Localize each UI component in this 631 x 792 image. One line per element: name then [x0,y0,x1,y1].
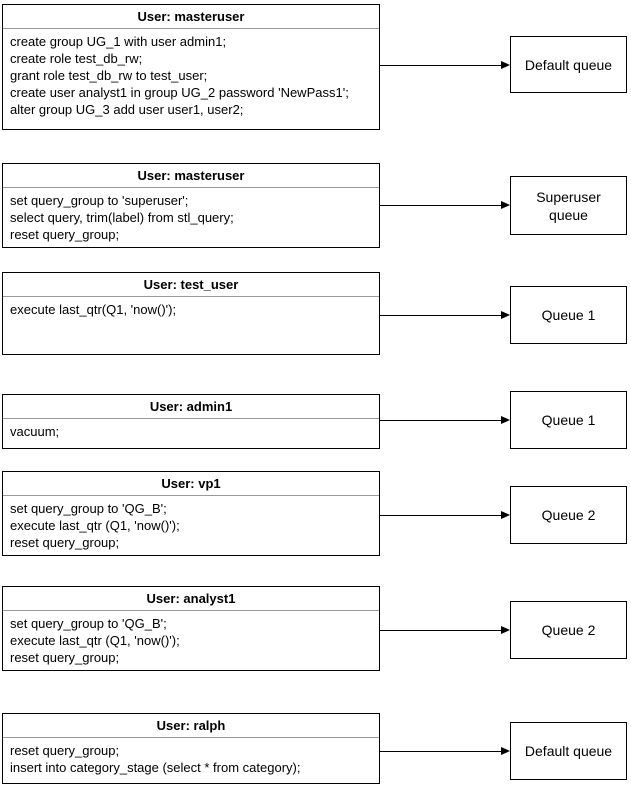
sql-statement: grant role test_db_rw to test_user; [10,68,208,83]
sql-statement: create role test_db_rw; [10,51,143,66]
user-box-title: User: masteruser [3,164,379,188]
sql-statement: reset query_group; [10,650,120,665]
arrow-line [380,751,502,752]
arrow-line [380,420,502,421]
sql-statement: insert into category_stage (select * fro… [10,760,301,775]
arrowhead-icon [501,416,510,424]
queue-box: Superuser queue [510,176,627,235]
queue-box: Queue 2 [510,601,627,659]
arrow-line [380,515,502,516]
user-box-title: User: ralph [3,714,379,738]
queue-box: Queue 1 [510,286,627,344]
arrowhead-icon [501,626,510,634]
sql-statements: set query_group to 'QG_B'; execute last_… [3,611,379,666]
arrow-line [380,65,502,66]
arrowhead-icon [501,311,510,319]
arrow-line [380,630,502,631]
arrow-line [380,205,502,206]
sql-statement: vacuum; [10,424,60,439]
user-box: User: vp1 set query_group to 'QG_B'; exe… [2,471,380,556]
user-box-title: User: analyst1 [3,587,379,611]
queue-box: Queue 2 [510,486,627,544]
sql-statement: reset query_group; [10,743,120,758]
arrowhead-icon [501,61,510,69]
sql-statement: create group UG_1 with user admin1; [10,34,227,49]
user-box: User: masteruser set query_group to 'sup… [2,163,380,248]
user-box: User: analyst1 set query_group to 'QG_B'… [2,586,380,671]
arrowhead-icon [501,201,510,209]
arrow-line [380,315,502,316]
user-box-title: User: test_user [3,273,379,297]
sql-statement: reset query_group; [10,227,120,242]
arrowhead-icon [501,511,510,519]
user-box-title: User: vp1 [3,472,379,496]
queue-box: Default queue [510,722,627,780]
user-box: User: ralph reset query_group; insert in… [2,713,380,784]
arrowhead-icon [501,747,510,755]
sql-statements: set query_group to 'QG_B'; execute last_… [3,496,379,551]
sql-statements: create group UG_1 with user admin1; crea… [3,29,379,118]
user-box-title: User: admin1 [3,395,379,419]
sql-statement: execute last_qtr(Q1, 'now()'); [10,302,177,317]
sql-statements: set query_group to 'superuser'; select q… [3,188,379,243]
sql-statement: execute last_qtr (Q1, 'now()'); [10,633,180,648]
sql-statements: reset query_group; insert into category_… [3,738,379,776]
sql-statement: select query, trim(label) from stl_query… [10,210,234,225]
sql-statement: set query_group to 'QG_B'; [10,501,167,516]
sql-statements: execute last_qtr(Q1, 'now()'); [3,297,379,318]
sql-statement: reset query_group; [10,535,120,550]
sql-statement: execute last_qtr (Q1, 'now()'); [10,518,180,533]
sql-statement: set query_group to 'superuser'; [10,193,189,208]
sql-statement: create user analyst1 in group UG_2 passw… [10,85,349,100]
sql-statements: vacuum; [3,419,379,440]
user-box: User: admin1 vacuum; [2,394,380,449]
sql-statement: set query_group to 'QG_B'; [10,616,167,631]
sql-statement: alter group UG_3 add user user1, user2; [10,102,244,117]
queue-box: Default queue [510,36,627,93]
user-box-title: User: masteruser [3,5,379,29]
user-box: User: masteruser create group UG_1 with … [2,4,380,130]
user-box: User: test_user execute last_qtr(Q1, 'no… [2,272,380,355]
queue-box: Queue 1 [510,391,627,449]
